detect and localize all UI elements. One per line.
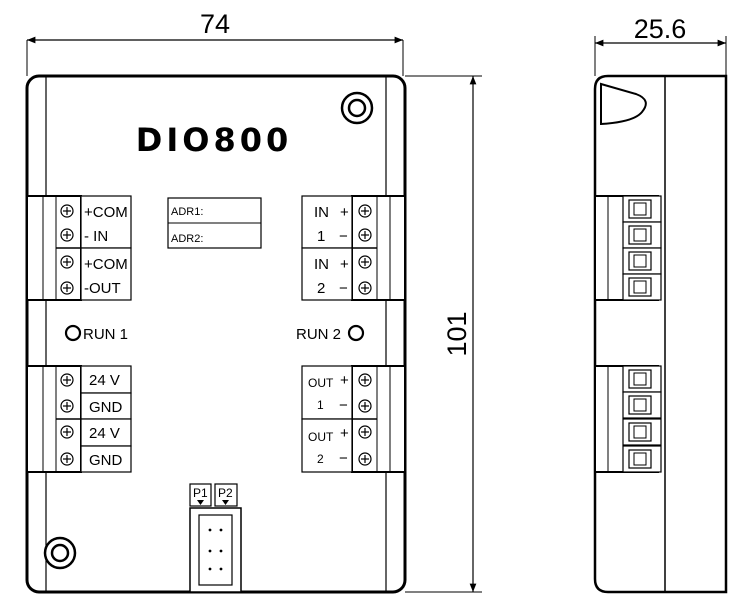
screw-icon	[60, 255, 74, 269]
arrow-down-icon	[197, 500, 204, 505]
side-housing-outline	[593, 74, 728, 594]
screw-icon	[60, 373, 74, 387]
terminal-label-in1: IN	[314, 204, 329, 221]
terminal-label-out2: OUT	[308, 430, 334, 444]
service-port: P1 P2	[189, 483, 242, 593]
terminal-sign-minus: −	[339, 228, 348, 245]
terminal-sign-plus: +	[340, 372, 349, 389]
terminal-label-out1-num: 1	[317, 398, 324, 412]
width-value: 74	[200, 9, 230, 39]
left-terminal-block-io: +COM - IN +COM -OUT	[26, 195, 132, 301]
right-terminal-block-inputs: IN + 1 − IN + 2 −	[301, 195, 406, 301]
screw-icon	[358, 425, 372, 439]
terminal-sign-plus: +	[340, 425, 349, 442]
led-run1-label: RUN 1	[83, 326, 128, 343]
terminal-label-out: -OUT	[84, 280, 121, 297]
terminal-label-in2-num: 2	[317, 280, 325, 297]
front-view: 74 101 DIO800 ADR1: ADR2:	[25, 9, 482, 594]
led-run2-label: RUN 2	[296, 326, 341, 343]
screw-icon	[60, 281, 74, 295]
terminal-label-in2: IN	[314, 256, 329, 273]
terminal-sign-minus: −	[339, 280, 348, 297]
side-connector-lower	[594, 365, 662, 473]
terminal-label-com-in: +COM	[84, 204, 128, 221]
side-view: 25.6	[593, 14, 728, 594]
address-label-2: ADR2:	[171, 233, 203, 245]
screw-icon	[60, 204, 74, 218]
terminal-label-in: - IN	[84, 228, 108, 245]
terminal-label-gnd-1: GND	[89, 399, 123, 416]
screw-icon	[60, 452, 74, 466]
terminal-sign-plus: +	[340, 256, 349, 273]
screw-icon	[60, 228, 74, 242]
model-title: DIO800	[136, 121, 292, 159]
screw-icon	[358, 228, 372, 242]
width-dimension: 74	[26, 9, 404, 76]
arrow-down-icon	[222, 500, 229, 505]
terminal-label-com-out: +COM	[84, 256, 128, 273]
address-label-1: ADR1:	[171, 206, 203, 218]
screw-icon	[358, 204, 372, 218]
screw-icon	[358, 255, 372, 269]
screw-icon	[60, 425, 74, 439]
screw-icon	[358, 452, 372, 466]
mounting-hole-top-right	[340, 91, 374, 125]
port-label-p2: P2	[218, 486, 233, 500]
led-run2: RUN 2	[296, 324, 365, 343]
terminal-label-24v-1: 24 V	[89, 372, 120, 389]
port-label-p1: P1	[193, 486, 208, 500]
led-run1: RUN 1	[64, 324, 128, 343]
height-dimension: 101	[405, 75, 482, 593]
terminal-sign-minus: −	[339, 397, 348, 414]
address-label-box: ADR1: ADR2:	[167, 197, 262, 249]
terminal-label-out2-num: 2	[317, 452, 324, 466]
terminal-sign-minus: −	[339, 450, 348, 467]
terminal-label-gnd-2: GND	[89, 452, 123, 469]
mounting-hole-bottom-left	[43, 536, 77, 570]
side-connector-upper	[594, 195, 662, 301]
screw-icon	[358, 281, 372, 295]
terminal-label-in1-num: 1	[317, 228, 325, 245]
screw-icon	[358, 399, 372, 413]
screw-icon	[358, 373, 372, 387]
depth-dimension: 25.6	[594, 14, 727, 76]
depth-value: 25.6	[634, 14, 687, 44]
led-icon	[64, 324, 82, 342]
terminal-sign-plus: +	[340, 204, 349, 221]
right-terminal-block-outputs: OUT + 1 − OUT + 2 −	[301, 365, 406, 473]
left-terminal-block-power: 24 V GND 24 V GND	[26, 365, 132, 473]
led-icon	[347, 324, 365, 342]
terminal-label-out1: OUT	[308, 376, 334, 390]
mounting-clip	[600, 82, 647, 126]
screw-icon	[60, 399, 74, 413]
terminal-label-24v-2: 24 V	[89, 425, 120, 442]
height-value: 101	[442, 311, 472, 356]
connector-pins	[208, 528, 223, 571]
